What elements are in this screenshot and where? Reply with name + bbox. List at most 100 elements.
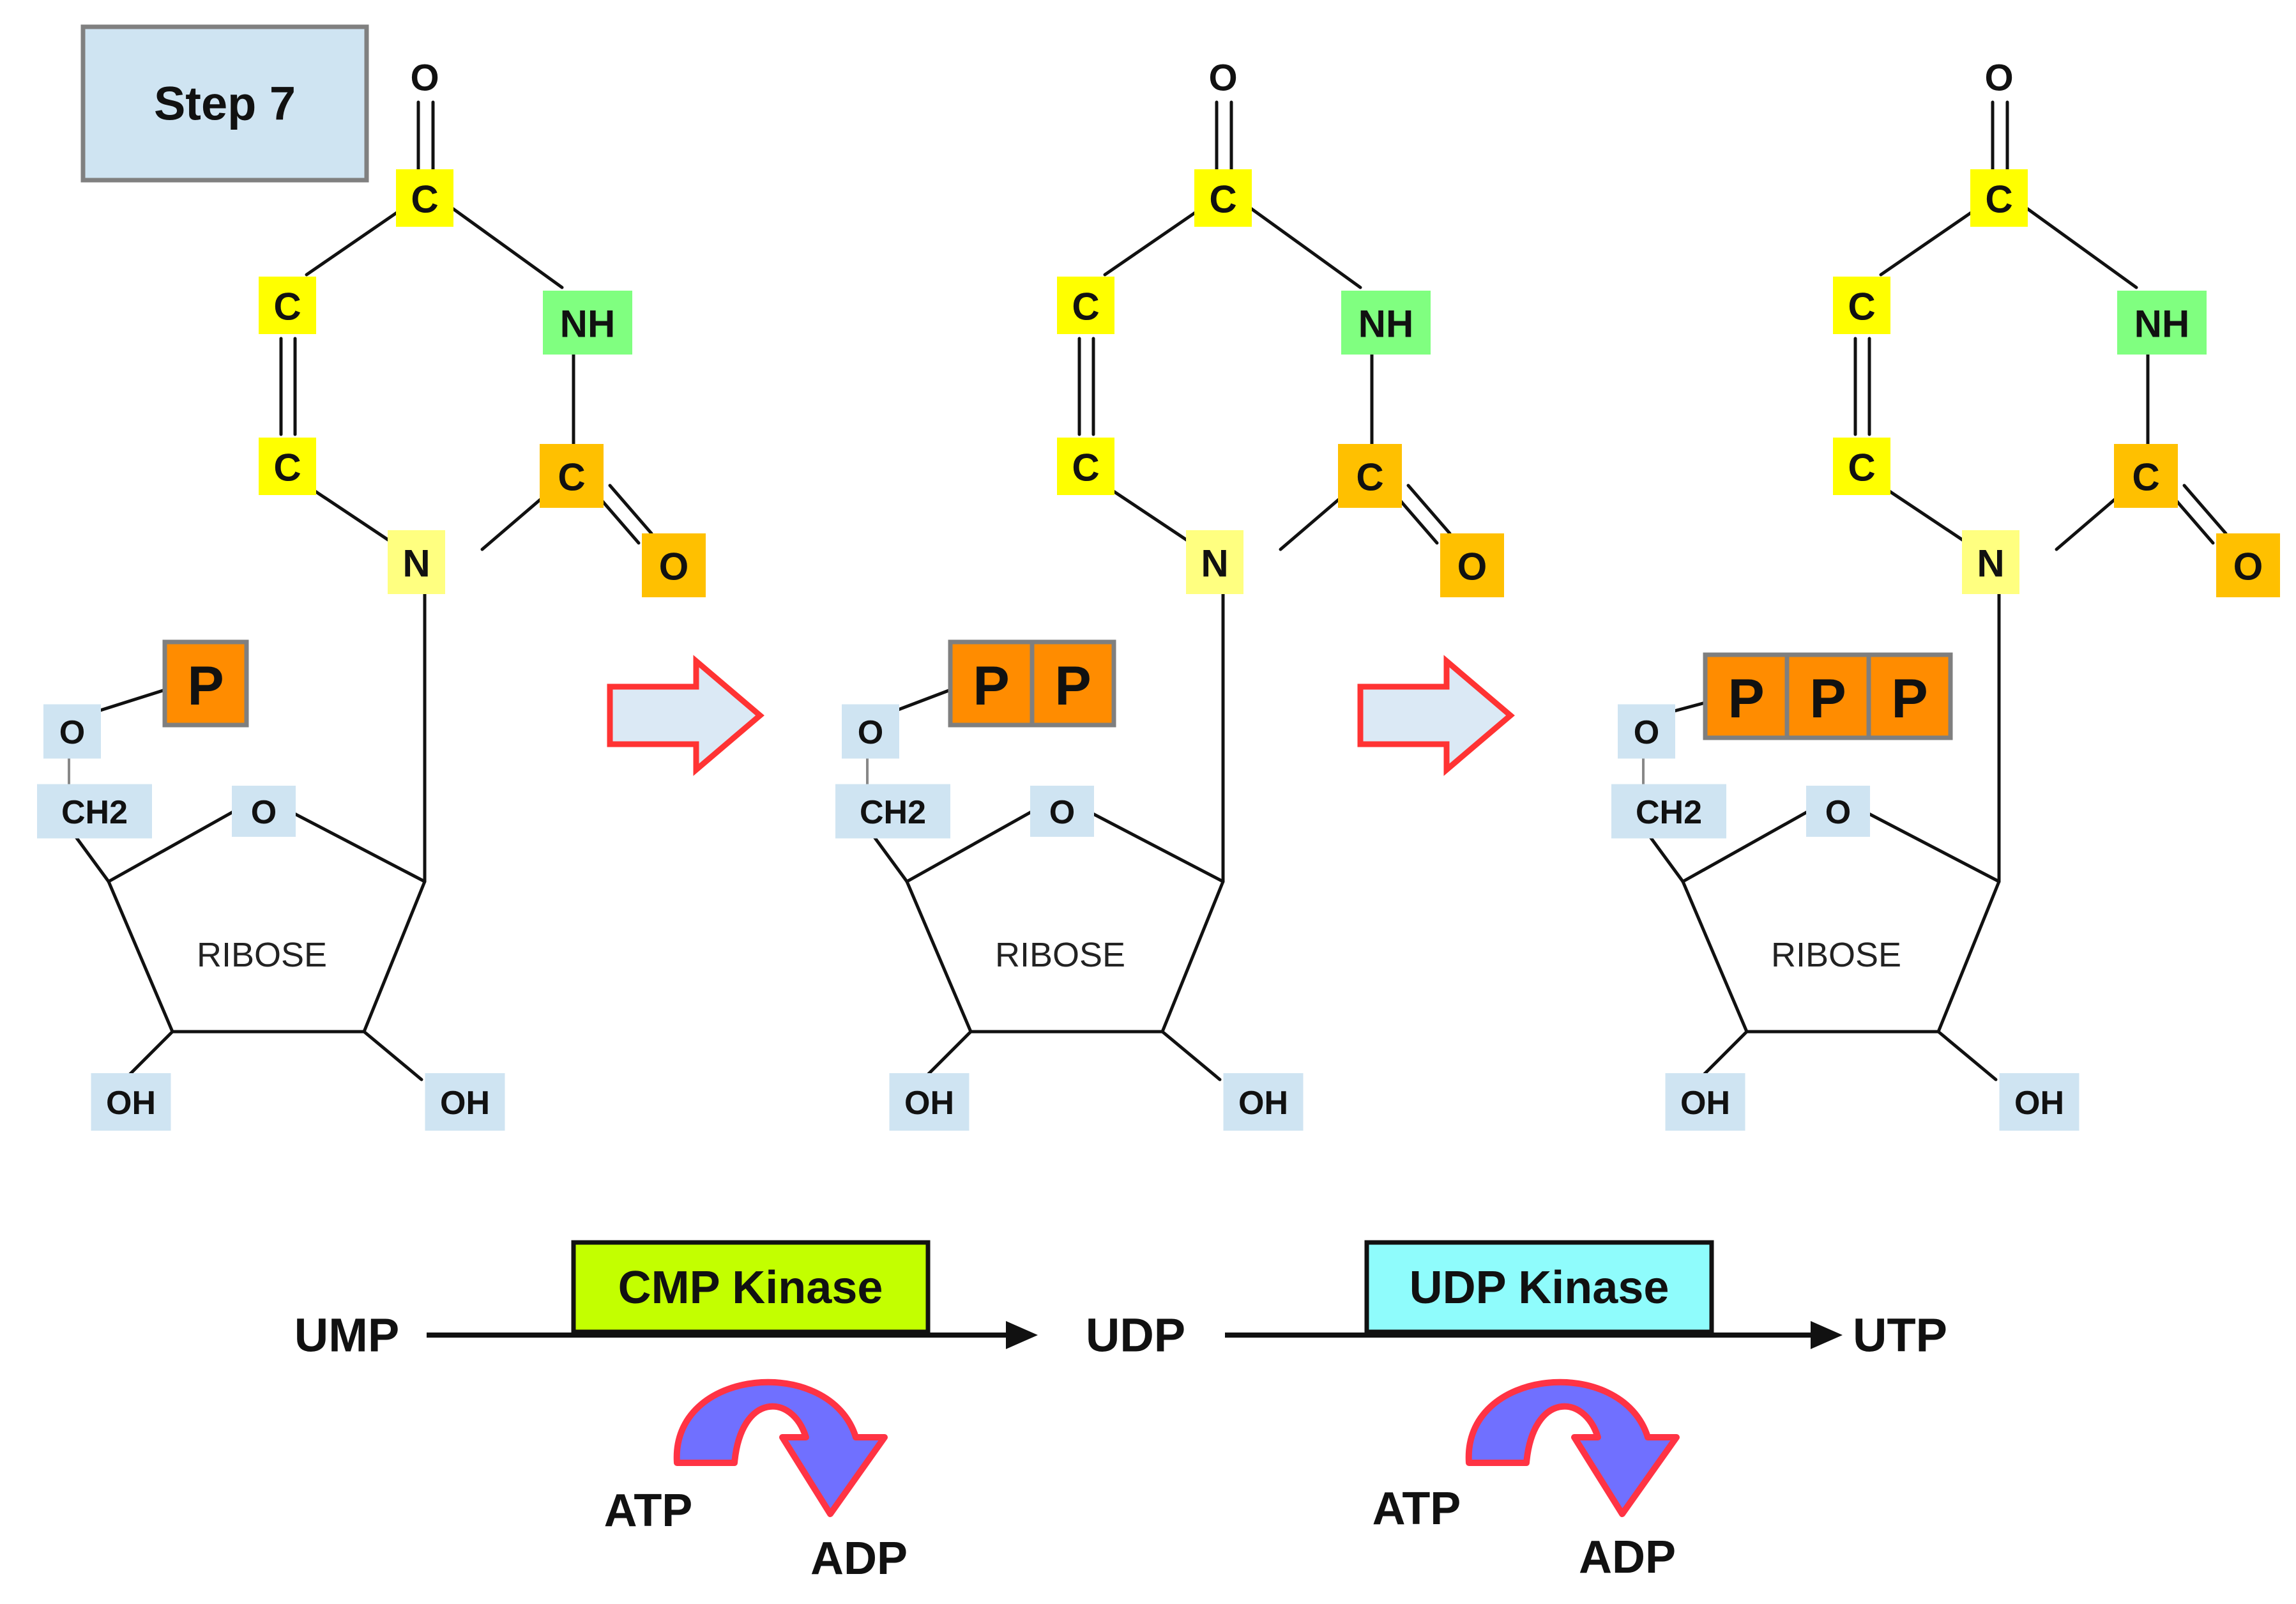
cmp-kinase-label: CMP Kinase <box>618 1262 883 1313</box>
step-label-box: Step 7 <box>80 24 369 183</box>
bond-oh-left <box>1697 1030 1749 1081</box>
bond-n-c <box>2055 490 2125 551</box>
atom-o-ring: O <box>232 786 296 837</box>
atom-o-top-text: O <box>1984 57 2013 99</box>
bond-c-o-b <box>1406 484 1452 535</box>
atom-c-right: C <box>540 444 604 508</box>
atom-o-link: O <box>842 704 899 759</box>
ribose-ring <box>1681 880 2001 1034</box>
atom-nh-text: NH <box>2134 303 2190 346</box>
atom-n: N <box>388 530 445 594</box>
bond-ribose-ch2 <box>1646 832 1685 883</box>
atom-c-top-text: C <box>1209 178 1236 221</box>
atom-o-ring: O <box>1806 786 1870 837</box>
bond-ribose-o-right <box>1084 808 1225 883</box>
atom-n: N <box>1186 530 1243 594</box>
bond-oh-left <box>123 1030 174 1081</box>
step-label: Step 7 <box>154 77 296 130</box>
bond-c-o-a <box>2170 493 2215 545</box>
atom-c-left-lower-text: C <box>273 447 301 489</box>
bond-c-c-left <box>1103 202 1209 277</box>
atom-n-text: N <box>1201 542 1228 585</box>
phosphate-label: P <box>1728 668 1764 729</box>
atom-c-top-text: C <box>1985 178 2012 221</box>
ribose-ring <box>107 880 427 1034</box>
ump-label: UMP <box>294 1309 399 1362</box>
bond-c-nh <box>445 202 564 289</box>
bond-oh-right <box>362 1030 423 1081</box>
adp-label-2: ADP <box>1579 1532 1676 1583</box>
pathway-arrowhead-2 <box>1811 1321 1843 1349</box>
atom-c-top: C <box>1194 169 1252 227</box>
atom-nh-text: NH <box>560 303 616 346</box>
bond-c-nh <box>2019 202 2138 289</box>
atp-adp-curved-arrow-1 <box>673 1379 888 1517</box>
pathway-arrowhead-1 <box>1006 1321 1038 1349</box>
bond-c-o-a <box>1394 493 1439 545</box>
atom-nh: NH <box>543 291 632 355</box>
atom-oh-right: OH <box>425 1073 505 1131</box>
atom-o-ring-text: O <box>1049 794 1075 831</box>
atp-adp-curved-arrow-2 <box>1465 1379 1680 1517</box>
bond-n-c <box>480 490 551 551</box>
atom-c-left-lower: C <box>1057 438 1114 495</box>
atom-o-ring-text: O <box>1825 794 1851 831</box>
atom-o-side: O <box>2216 533 2280 597</box>
atom-o-side-text: O <box>2233 546 2263 588</box>
bond-oh-right <box>1160 1030 1222 1081</box>
atom-o-link: O <box>1618 704 1675 759</box>
atom-c-right-text: C <box>2132 456 2159 499</box>
atom-o-top-text: O <box>410 57 439 99</box>
bond-oh-right <box>1936 1030 1998 1081</box>
atom-c-left-lower: C <box>1833 438 1890 495</box>
atom-oh-left: OH <box>889 1073 969 1131</box>
atom-c-left-upper-text: C <box>273 286 301 328</box>
atom-o-top: O <box>410 57 439 99</box>
atom-ch2-text: CH2 <box>61 794 128 831</box>
cmp-kinase-box: CMP Kinase <box>571 1240 931 1334</box>
atp-label-2: ATP <box>1372 1483 1461 1534</box>
atom-oh-right: OH <box>1999 1073 2079 1131</box>
atom-o-link-text: O <box>59 714 85 751</box>
atom-o-link: O <box>43 704 101 759</box>
atom-nh: NH <box>2117 291 2207 355</box>
reaction-arrow-2 <box>1357 655 1515 776</box>
atom-ch2: CH2 <box>37 784 152 839</box>
adp-label-1: ADP <box>810 1533 908 1584</box>
atom-c-top: C <box>396 169 453 227</box>
atom-o-side-text: O <box>659 546 689 588</box>
bond-c-n <box>1103 484 1193 545</box>
phosphate-label: P <box>1054 655 1091 717</box>
ribose-label: RIBOSE <box>995 936 1125 974</box>
atom-o-link-text: O <box>858 714 883 751</box>
bond-ribose-o-left <box>1681 808 1813 883</box>
atom-o-side-text: O <box>1457 546 1487 588</box>
atom-oh-left-text: OH <box>904 1085 954 1122</box>
atom-n-text: N <box>402 542 430 585</box>
atom-oh-right-text: OH <box>440 1085 490 1122</box>
phosphate-label: P <box>973 655 1009 717</box>
atom-c-left-upper-text: C <box>1848 286 1875 328</box>
atom-ch2: CH2 <box>1611 784 1726 839</box>
pathway: UMP CMP Kinase UDP UDP Kinase UTP ATP AD… <box>294 1240 1947 1584</box>
bond-c-c-left <box>1879 202 1985 277</box>
atom-c-left-upper: C <box>1057 277 1114 334</box>
bond-c-o-b <box>608 484 653 535</box>
udp-kinase-box: UDP Kinase <box>1364 1240 1714 1334</box>
atom-oh-left: OH <box>91 1073 171 1131</box>
atom-oh-left-text: OH <box>1680 1085 1730 1122</box>
bond-c-n <box>305 484 395 545</box>
atom-c-left-upper: C <box>1833 277 1890 334</box>
atom-o-top: O <box>1984 57 2013 99</box>
bond-c-o-b <box>2182 484 2228 535</box>
bond-ribose-ch2 <box>72 832 110 883</box>
phosphate-label: P <box>1891 668 1927 729</box>
bond-oh-left <box>921 1030 973 1081</box>
bond-c-nh <box>1243 202 1362 289</box>
atom-o-side: O <box>642 533 706 597</box>
